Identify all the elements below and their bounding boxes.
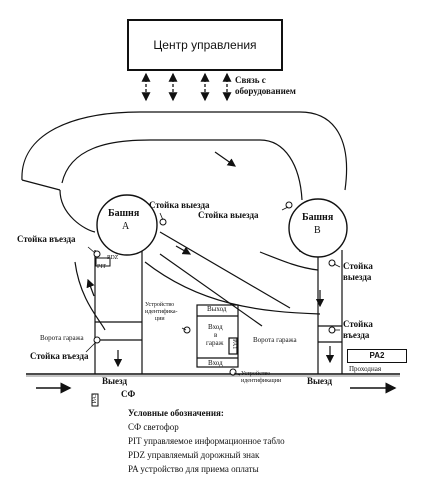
passage-label: Проходная xyxy=(349,365,382,373)
tower-a-letter: А xyxy=(122,221,130,232)
pit-small-label: PIT xyxy=(97,264,106,270)
ident-device-1: Устройство xyxy=(145,302,175,308)
exit-left-label: Выезд xyxy=(102,376,128,386)
entry-stand-left-label: Стойка въезда xyxy=(17,234,76,244)
pointer-lines xyxy=(85,206,341,376)
exit-stand-b-label: Стойка выезда xyxy=(198,210,259,220)
pdz-small-label: PDZ xyxy=(107,255,119,261)
building-inside-1: Вход xyxy=(208,323,223,331)
flow-arrows xyxy=(86,151,335,368)
tower-b-label: Башня xyxy=(302,212,334,223)
ramp-left xyxy=(59,189,106,331)
building-inside-2: в xyxy=(214,331,218,339)
devices xyxy=(91,201,336,407)
tower-a-label: Башня xyxy=(108,208,140,219)
pa2-label: PA2 xyxy=(369,351,385,360)
ident-device-3: ции xyxy=(155,316,165,322)
link-label-1: Связь с xyxy=(235,75,266,85)
ident-device-b1: Устройство xyxy=(241,371,271,377)
exit-stand-right-label-1: Стойка xyxy=(343,261,373,271)
tower-b-letter: В xyxy=(314,225,321,236)
road-inner xyxy=(61,139,303,201)
building-exit-label: Выход xyxy=(207,305,227,313)
legend-item: PIT управляемое информационное табло xyxy=(128,436,285,446)
building-entry-label: Вход xyxy=(208,359,223,367)
gate-right-label: Ворота гаража xyxy=(253,336,297,344)
legend-item: СФ светофор xyxy=(128,422,179,432)
entry-stand-right-label-1: Стойка xyxy=(343,319,373,329)
legend-item: PDZ управляемый дорожный знак xyxy=(128,450,260,460)
communication-arrows xyxy=(141,72,232,102)
link-label-2: оборудованием xyxy=(235,86,296,96)
pa1-label: PA1 xyxy=(231,339,238,350)
entry-stand-right-label-2: въезда xyxy=(343,330,370,340)
ground-line xyxy=(26,373,400,377)
towers xyxy=(96,194,348,258)
exit-stand-top-label: Стойка выезда xyxy=(149,200,210,210)
pa3-label: PA3 xyxy=(91,393,98,404)
ident-device-b2: идентификации xyxy=(241,378,282,384)
pa2-box: PA2 xyxy=(347,349,407,363)
legend-item: PA устройство для приема оплаты xyxy=(128,464,259,474)
legend: Условные обозначения: СФ светофор PIT уп… xyxy=(128,406,285,476)
legend-title: Условные обозначения: xyxy=(128,408,224,418)
building xyxy=(196,304,239,368)
gate-left-label: Ворота гаража xyxy=(40,334,84,342)
ident-device-2: идентифика- xyxy=(145,309,178,315)
road-outer xyxy=(21,111,348,191)
entry-stand-bottom-label: Стойка въезда xyxy=(30,351,89,361)
building-inside-3: гараж xyxy=(206,339,224,347)
control-center-box: Центр управления xyxy=(127,19,283,71)
lanes xyxy=(94,250,343,374)
sf-label: СФ xyxy=(121,389,136,399)
exit-right-label: Выезд xyxy=(307,376,333,386)
control-center-label: Центр управления xyxy=(153,38,257,52)
exit-stand-right-label-2: выезда xyxy=(343,272,372,282)
